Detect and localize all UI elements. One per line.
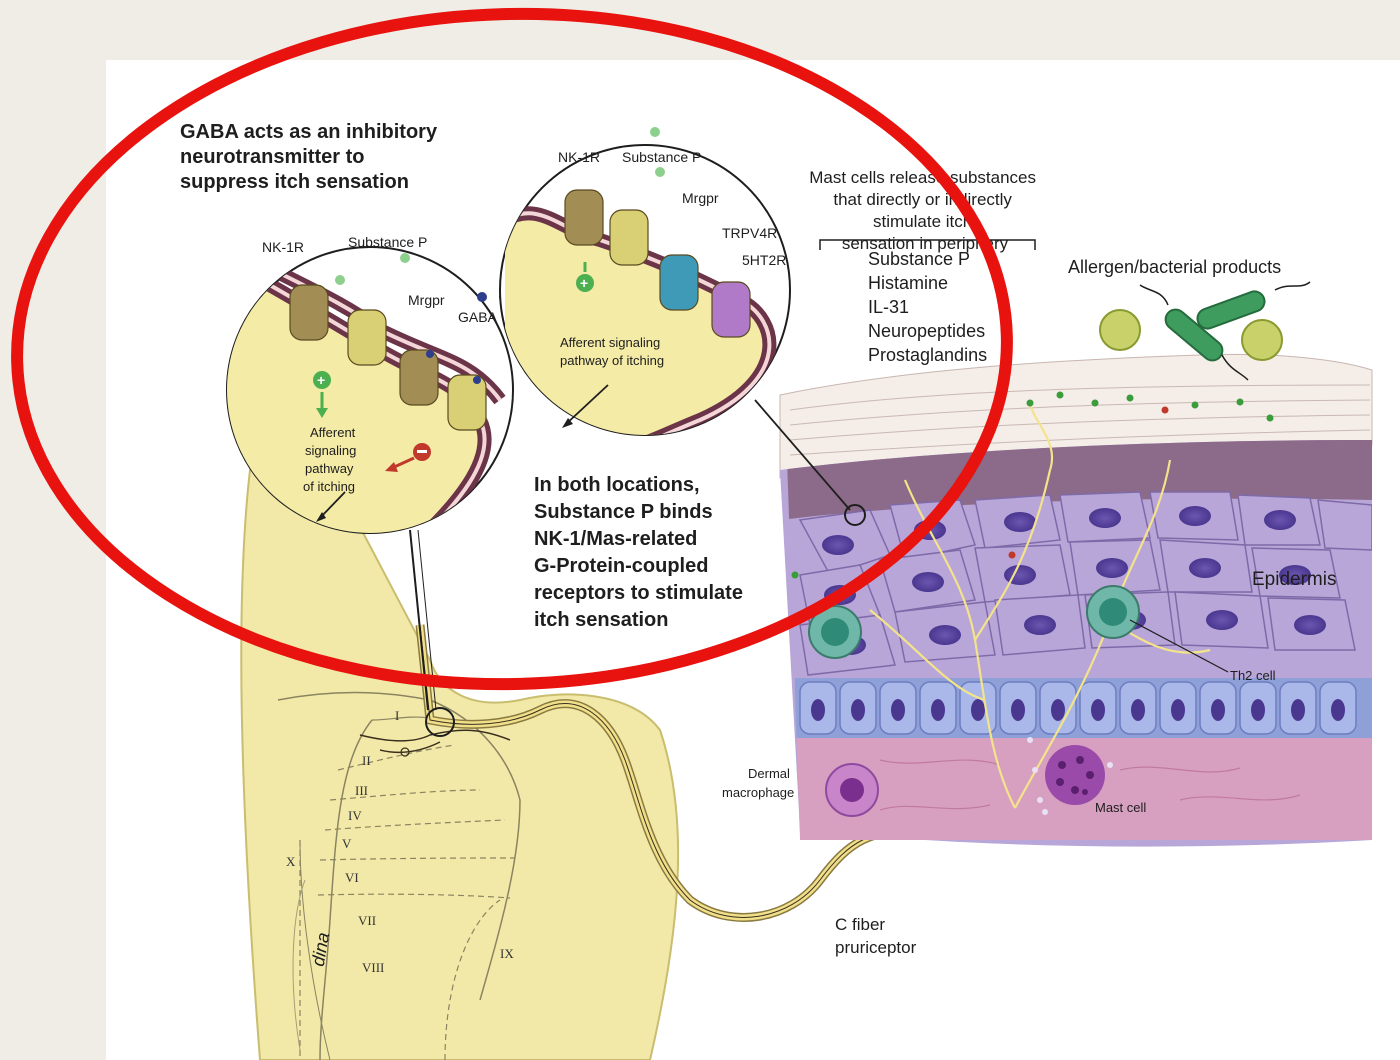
- dermal-macrophage-cell: [826, 764, 878, 816]
- lamina-ix: IX: [500, 946, 514, 961]
- gaba-molecule: [426, 350, 434, 358]
- lamina-i: I: [395, 708, 399, 723]
- lamina-iv: IV: [348, 808, 362, 823]
- lamina-v: V: [342, 836, 352, 851]
- right-mrgpr-label: Mrgpr: [682, 190, 719, 206]
- lamina-viii: VIII: [362, 960, 384, 975]
- right-nk1r-label: NK-1R: [558, 149, 600, 165]
- svg-text:+: +: [317, 372, 325, 388]
- left-substance-p-label: Substance P: [348, 234, 427, 250]
- gaba-molecule: [473, 376, 481, 384]
- right-trpv4r-label: TRPV4R: [722, 225, 777, 241]
- lamina-vi: VI: [345, 870, 359, 885]
- epidermis-label: Epidermis: [1252, 569, 1336, 590]
- substance-p-molecule: [400, 253, 410, 263]
- allergen-label: Allergen/bacterial products: [1068, 257, 1281, 277]
- substance-p-molecule: [655, 167, 665, 177]
- left-nk1r-label: NK-1R: [262, 239, 304, 255]
- gaba-molecule: [477, 292, 487, 302]
- mast-cell-label: Mast cell: [1095, 800, 1146, 815]
- lamina-vii: VII: [358, 913, 376, 928]
- right-substance-p-label: Substance P: [622, 149, 701, 165]
- svg-text:+: +: [580, 275, 588, 291]
- left-gaba-label: GABA: [458, 309, 498, 325]
- lamina-iii: III: [355, 783, 368, 798]
- lamina-ii: II: [362, 753, 371, 768]
- substance-p-molecule: [650, 127, 660, 137]
- th2-cell-label: Th2 cell: [1230, 668, 1276, 683]
- lamina-x: X: [286, 854, 296, 869]
- right-5ht2r-label: 5HT2R: [742, 252, 786, 268]
- left-mrgpr-label: Mrgpr: [408, 292, 445, 308]
- substance-p-molecule: [335, 275, 345, 285]
